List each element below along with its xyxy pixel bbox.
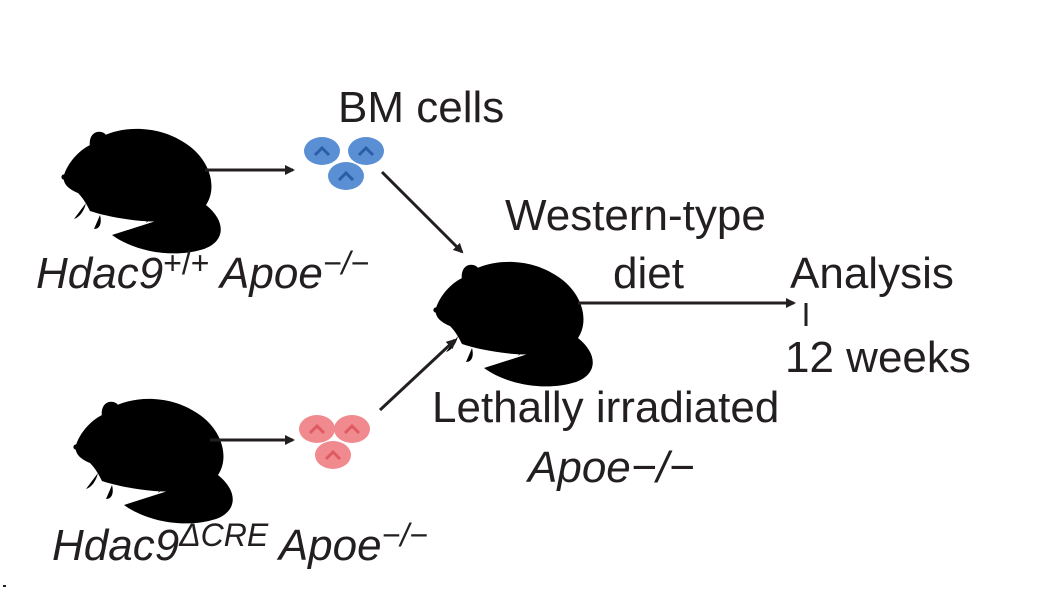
bm-cell-cluster-icon xyxy=(304,137,384,190)
mouse-icon xyxy=(46,128,221,254)
donor-ko-gene-superscript: ΔCRE xyxy=(179,517,269,553)
donor-ko-apoe-superscript: −/− xyxy=(381,517,428,553)
donor-wt-gene-superscript: +/+ xyxy=(163,245,210,281)
analysis-label: Analysis xyxy=(790,249,954,298)
donor-wt-genotype-label: Hdac9+/+ Apoe−/− xyxy=(36,247,369,298)
donor-wt-apoe-superscript: −/− xyxy=(322,245,370,281)
donor-wt-apoe: Apoe xyxy=(220,249,323,298)
arrow-icon xyxy=(205,165,808,445)
duration-label: 12 weeks xyxy=(785,333,971,382)
diet-label-line1: Western-type xyxy=(505,191,766,240)
diet-label-line2: diet xyxy=(613,249,684,298)
bm-cells-label: BM cells xyxy=(338,83,505,132)
donor-ko-genotype-label: Hdac9ΔCRE Apoe−/− xyxy=(52,519,428,570)
donor-ko-gene: Hdac9 xyxy=(52,521,180,570)
donor-ko-apoe: Apoe xyxy=(278,521,382,570)
bm-cell-cluster-icon xyxy=(299,415,370,469)
donor-wt-gene: Hdac9 xyxy=(36,249,164,298)
mouse-icon xyxy=(418,261,593,387)
mouse-icon xyxy=(58,398,233,524)
recipient-label-line1: Lethally irradiated xyxy=(432,383,780,432)
recipient-label-line2: Apoe−/− xyxy=(528,443,695,492)
